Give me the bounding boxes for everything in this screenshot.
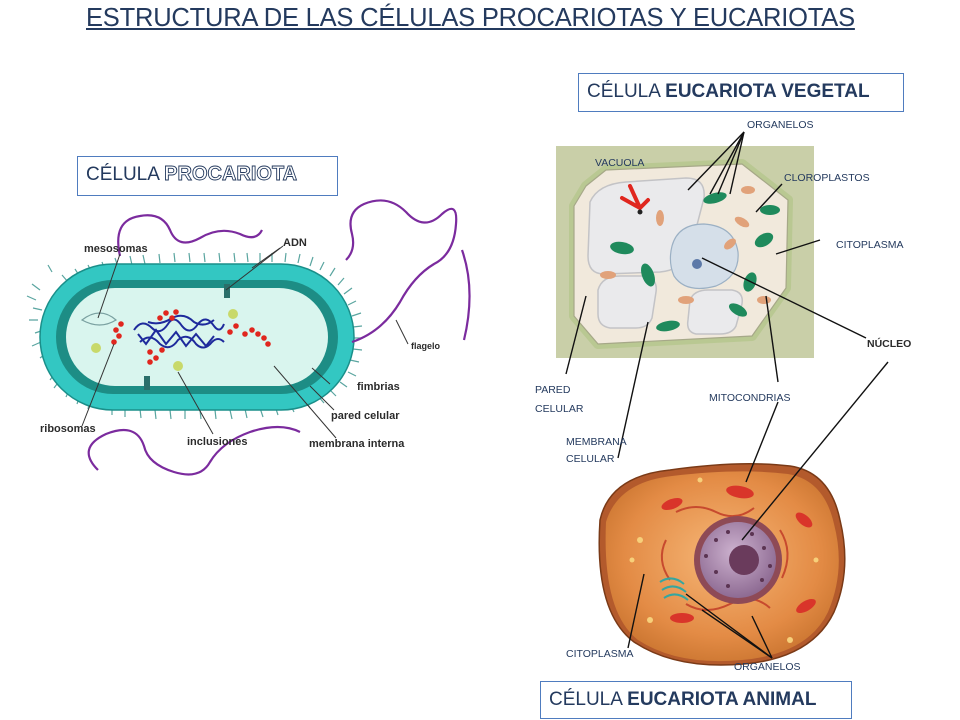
label-fimbrias: fimbrias <box>357 381 400 393</box>
prokaryote-cell-illustration: mesosomas ADN flagelo fimbrias pared cel… <box>26 199 471 476</box>
label-adn: ADN <box>283 237 307 249</box>
animal-mitochondria <box>661 485 816 623</box>
animal-cell-illustration <box>598 463 846 666</box>
prokaryote-dna <box>133 314 225 349</box>
prokaryote-heading-bold: PROCARIOTA <box>164 163 298 186</box>
plant-chloroplasts <box>610 192 780 332</box>
plant-cell-illustration <box>556 146 814 358</box>
plant-nucleolus <box>692 259 702 269</box>
animal-heading-bold: EUCARIOTA ANIMAL <box>627 689 817 710</box>
label-citoplasma-vegetal: CITOPLASMA <box>836 239 904 251</box>
eukaryote-labels: ORGANELOS VACUOLA CLOROPLASTOS CITOPLASM… <box>535 119 911 673</box>
prokaryote-labels: mesosomas ADN flagelo fimbrias pared cel… <box>40 237 441 450</box>
label-mesosomas: mesosomas <box>84 243 148 255</box>
plant-heading-prefix: CÉLULA <box>587 81 666 102</box>
animal-vesicles <box>629 477 819 643</box>
label-flagelo: flagelo <box>411 341 441 351</box>
prokaryote-flagellum <box>345 199 458 344</box>
prokaryote-leader-lines <box>81 245 409 439</box>
plant-nucleus-shape <box>669 223 739 289</box>
prokaryote-inclusions <box>91 309 238 371</box>
label-mitocondrias: MITOCONDRIAS <box>709 392 790 404</box>
prokaryote-heading-prefix: CÉLULA <box>86 164 165 185</box>
label-inclusiones: inclusiones <box>187 436 248 448</box>
prokaryote-cell-heading-box: CÉLULA PROCARIOTA <box>77 156 338 196</box>
prokaryote-wall-pore-bottom <box>144 376 150 390</box>
label-membrana-line-2: CELULAR <box>566 453 615 465</box>
animal-golgi <box>659 577 689 601</box>
label-pared-celular: pared celular <box>331 410 400 422</box>
plant-arrow-dot <box>637 209 643 215</box>
plant-mitochondria <box>600 186 771 304</box>
label-pared-line-1: PARED <box>535 384 571 396</box>
animal-chromatin-dots <box>704 530 772 588</box>
plant-cell-heading-box: CÉLULA EUCARIOTA VEGETAL <box>578 73 904 112</box>
plant-heading-bold: EUCARIOTA VEGETAL <box>665 81 870 102</box>
label-membrana-interna: membrana interna <box>309 438 405 450</box>
animal-nucleolus <box>729 545 759 575</box>
label-nucleo: NÚCLEO <box>867 337 911 350</box>
animal-cell-heading-box: CÉLULA EUCARIOTA ANIMAL <box>540 681 852 719</box>
label-citoplasma-animal: CITOPLASMA <box>566 648 634 660</box>
plant-vacuole-small-right <box>686 289 744 335</box>
label-cloroplastos: CLOROPLASTOS <box>784 172 870 184</box>
animal-er-folds <box>660 506 789 611</box>
prokaryote-ribosomes <box>111 309 271 365</box>
prokaryote-flagellum-top <box>117 214 263 257</box>
prokaryote-wall-pore-top <box>224 284 230 298</box>
prokaryote-flagellum-tail <box>460 249 471 341</box>
label-organelos-bottom: ORGANELOS <box>734 661 801 673</box>
slide-title: ESTRUCTURA DE LAS CÉLULAS PROCARIOTAS Y … <box>86 4 855 32</box>
eukaryote-leader-lines <box>565 131 889 659</box>
prokaryote-mesosome-fold <box>80 312 118 326</box>
label-pared-line-2: CELULAR <box>535 403 584 415</box>
plant-arrow-icon <box>620 184 650 210</box>
prokaryote-flagellum-bottom <box>87 425 301 476</box>
animal-heading-prefix: CÉLULA <box>549 689 628 710</box>
prokaryote-cytoplasm-shape <box>66 288 328 386</box>
label-ribosomas: ribosomas <box>40 423 96 435</box>
label-membrana-line-1: MEMBRANA <box>566 436 627 448</box>
label-organelos-top: ORGANELOS <box>747 119 814 131</box>
label-vacuola: VACUOLA <box>595 157 644 169</box>
